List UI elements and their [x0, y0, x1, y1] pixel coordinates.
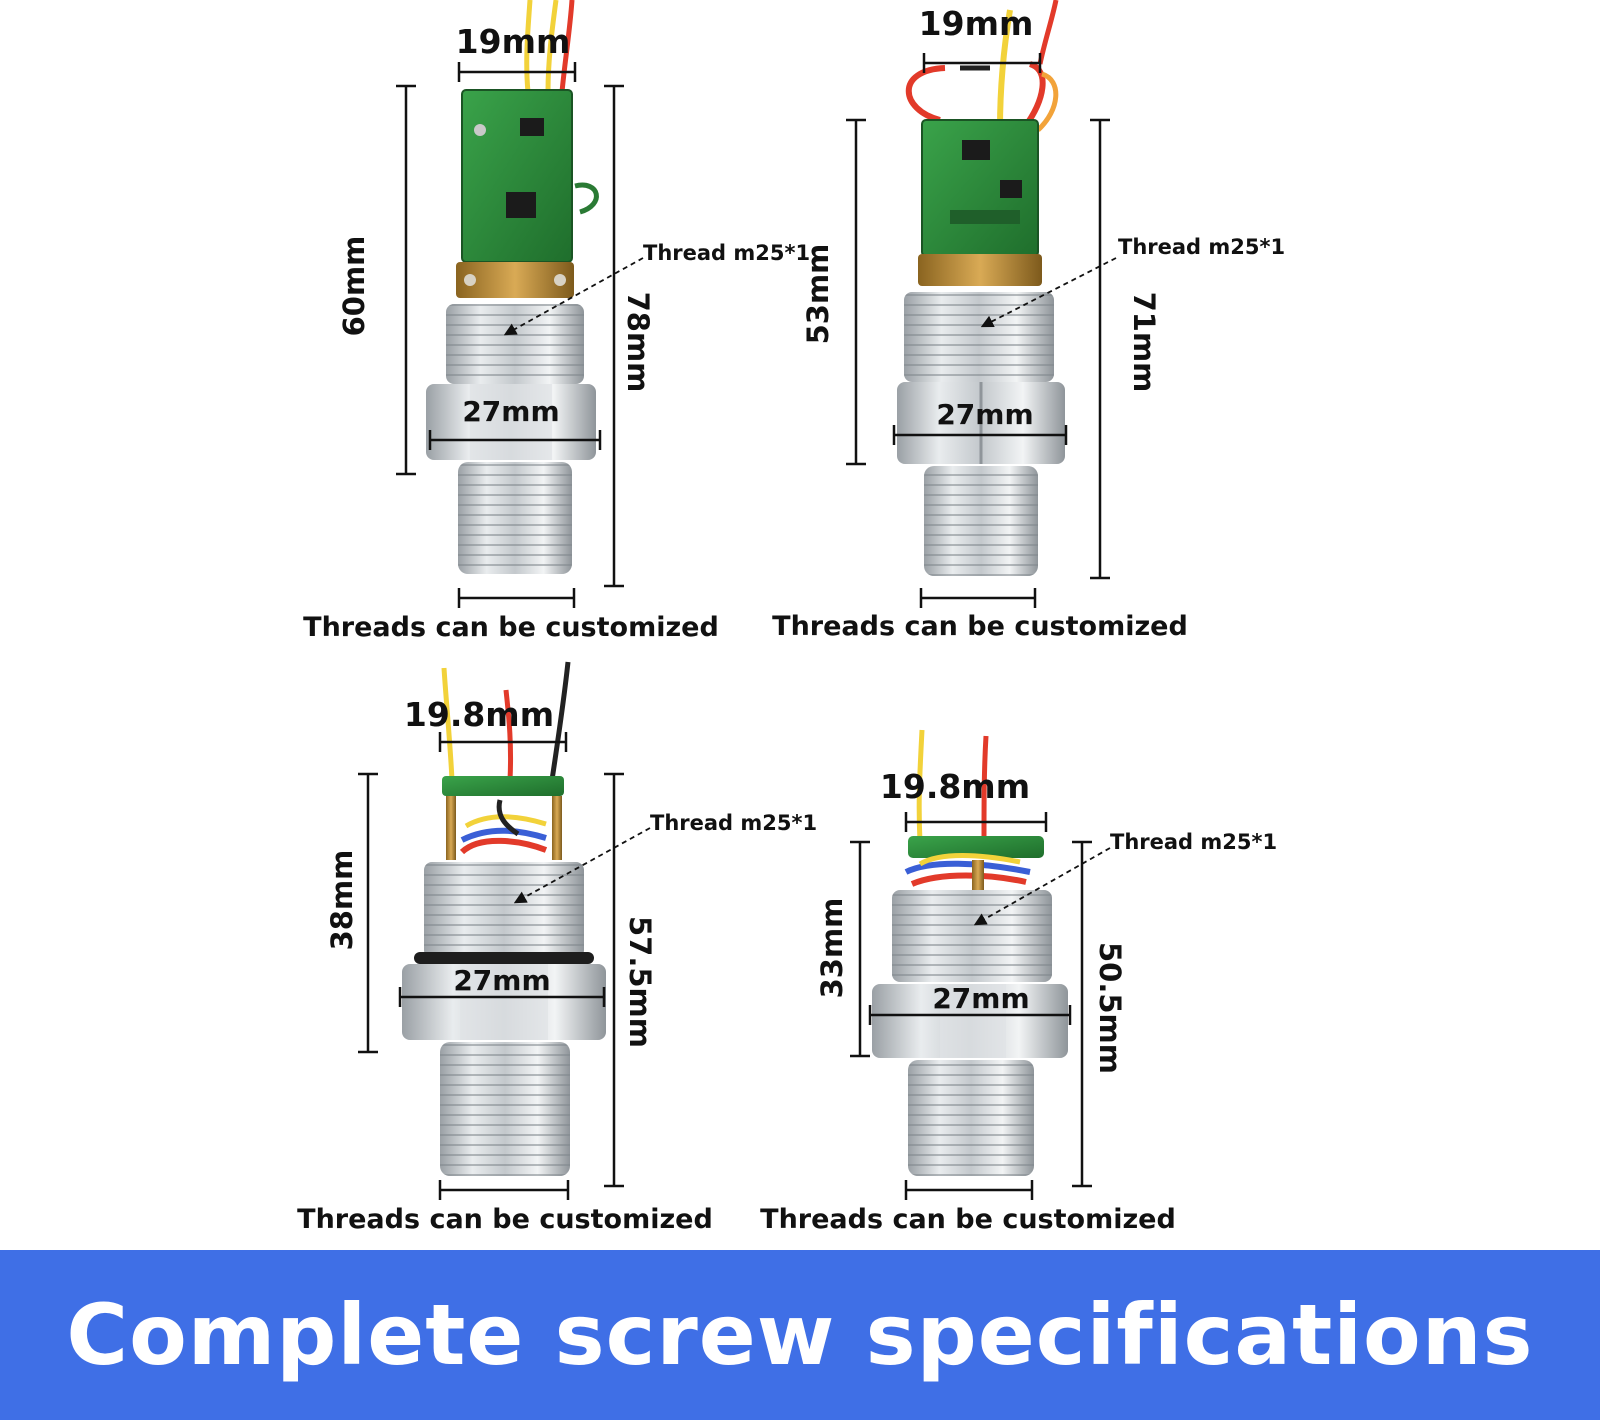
- inner-height-dimension: 33mm: [815, 840, 870, 1058]
- hex-width-dimension: 27mm: [892, 398, 1068, 445]
- top-width-label: 19mm: [919, 4, 1034, 43]
- bottom-thread-dimension: [904, 1180, 1034, 1200]
- inner-height-label: 53mm: [801, 244, 835, 345]
- total-height-label: 78mm: [621, 292, 655, 393]
- hex-width-label: 27mm: [462, 395, 559, 428]
- total-height-dimension: 50.5mm: [1072, 840, 1127, 1188]
- inner-height-dimension: 60mm: [337, 84, 416, 476]
- hex-width-label: 27mm: [936, 398, 1033, 431]
- total-height-label: 71mm: [1127, 292, 1161, 393]
- thread-callout: Thread m25*1: [503, 241, 810, 336]
- hex-width-label: 27mm: [932, 982, 1029, 1015]
- sensor-illustration: [426, 0, 599, 574]
- top-width-label: 19.8mm: [880, 767, 1030, 806]
- sensor-illustration: [872, 729, 1068, 1176]
- inner-height-label: 33mm: [815, 898, 849, 999]
- thread-note: Thread m25*1: [1118, 235, 1285, 259]
- hex-width-dimension: 27mm: [398, 964, 606, 1007]
- hex-width-dimension: 27mm: [428, 395, 602, 450]
- hex-width-label: 27mm: [453, 964, 550, 997]
- top-width-dimension: 19.8mm: [880, 767, 1048, 832]
- hex-width-dimension: 27mm: [868, 982, 1072, 1025]
- top-width-label: 19.8mm: [404, 695, 554, 734]
- sensor-dimension-diagram: 19mm 27mm 60mm 78mm: [297, 0, 1285, 1235]
- caption: Threads can be customized: [772, 611, 1188, 642]
- product-2: 19mm 27mm 53mm 71mm Thread m25*1: [772, 0, 1285, 642]
- thread-note: Thread m25*1: [643, 241, 810, 265]
- thread-callout: Thread m25*1: [980, 235, 1285, 328]
- top-width-dimension: 19mm: [919, 4, 1042, 73]
- product-1: 19mm 27mm 60mm 78mm: [303, 0, 810, 643]
- thread-callout: Thread m25*1: [973, 830, 1277, 926]
- top-width-label: 19mm: [456, 22, 571, 61]
- sensor-illustration: [402, 661, 606, 1176]
- inner-height-label: 38mm: [325, 850, 359, 951]
- inner-height-dimension: 53mm: [801, 118, 866, 466]
- top-width-dimension: 19.8mm: [404, 695, 568, 752]
- caption: Threads can be customized: [303, 612, 719, 643]
- product-4: 19.8mm 27mm 33mm 50.5mm Thread m25*: [760, 729, 1277, 1235]
- bottom-thread-dimension: [457, 588, 576, 608]
- caption: Threads can be customized: [297, 1204, 713, 1235]
- specifications-banner: Complete screw specifications: [0, 1250, 1600, 1420]
- total-height-dimension: 78mm: [604, 84, 655, 588]
- bottom-thread-dimension: [919, 588, 1037, 608]
- caption: Threads can be customized: [760, 1204, 1176, 1235]
- thread-note: Thread m25*1: [1110, 830, 1277, 854]
- total-height-dimension: 57.5mm: [604, 772, 657, 1188]
- total-height-dimension: 71mm: [1090, 118, 1161, 580]
- bottom-thread-dimension: [438, 1180, 570, 1200]
- thread-note: Thread m25*1: [650, 811, 817, 835]
- product-3: 19.8mm 27mm 38mm 57.5mm Thread m25*: [297, 661, 817, 1235]
- inner-height-dimension: 38mm: [325, 772, 378, 1054]
- sensor-illustration: [897, 0, 1065, 576]
- top-width-dimension: 19mm: [456, 22, 577, 82]
- thread-callout: Thread m25*1: [513, 811, 817, 904]
- total-height-label: 57.5mm: [623, 916, 657, 1048]
- total-height-label: 50.5mm: [1093, 942, 1127, 1074]
- inner-height-label: 60mm: [337, 236, 371, 337]
- banner-title: Complete screw specifications: [66, 1286, 1534, 1384]
